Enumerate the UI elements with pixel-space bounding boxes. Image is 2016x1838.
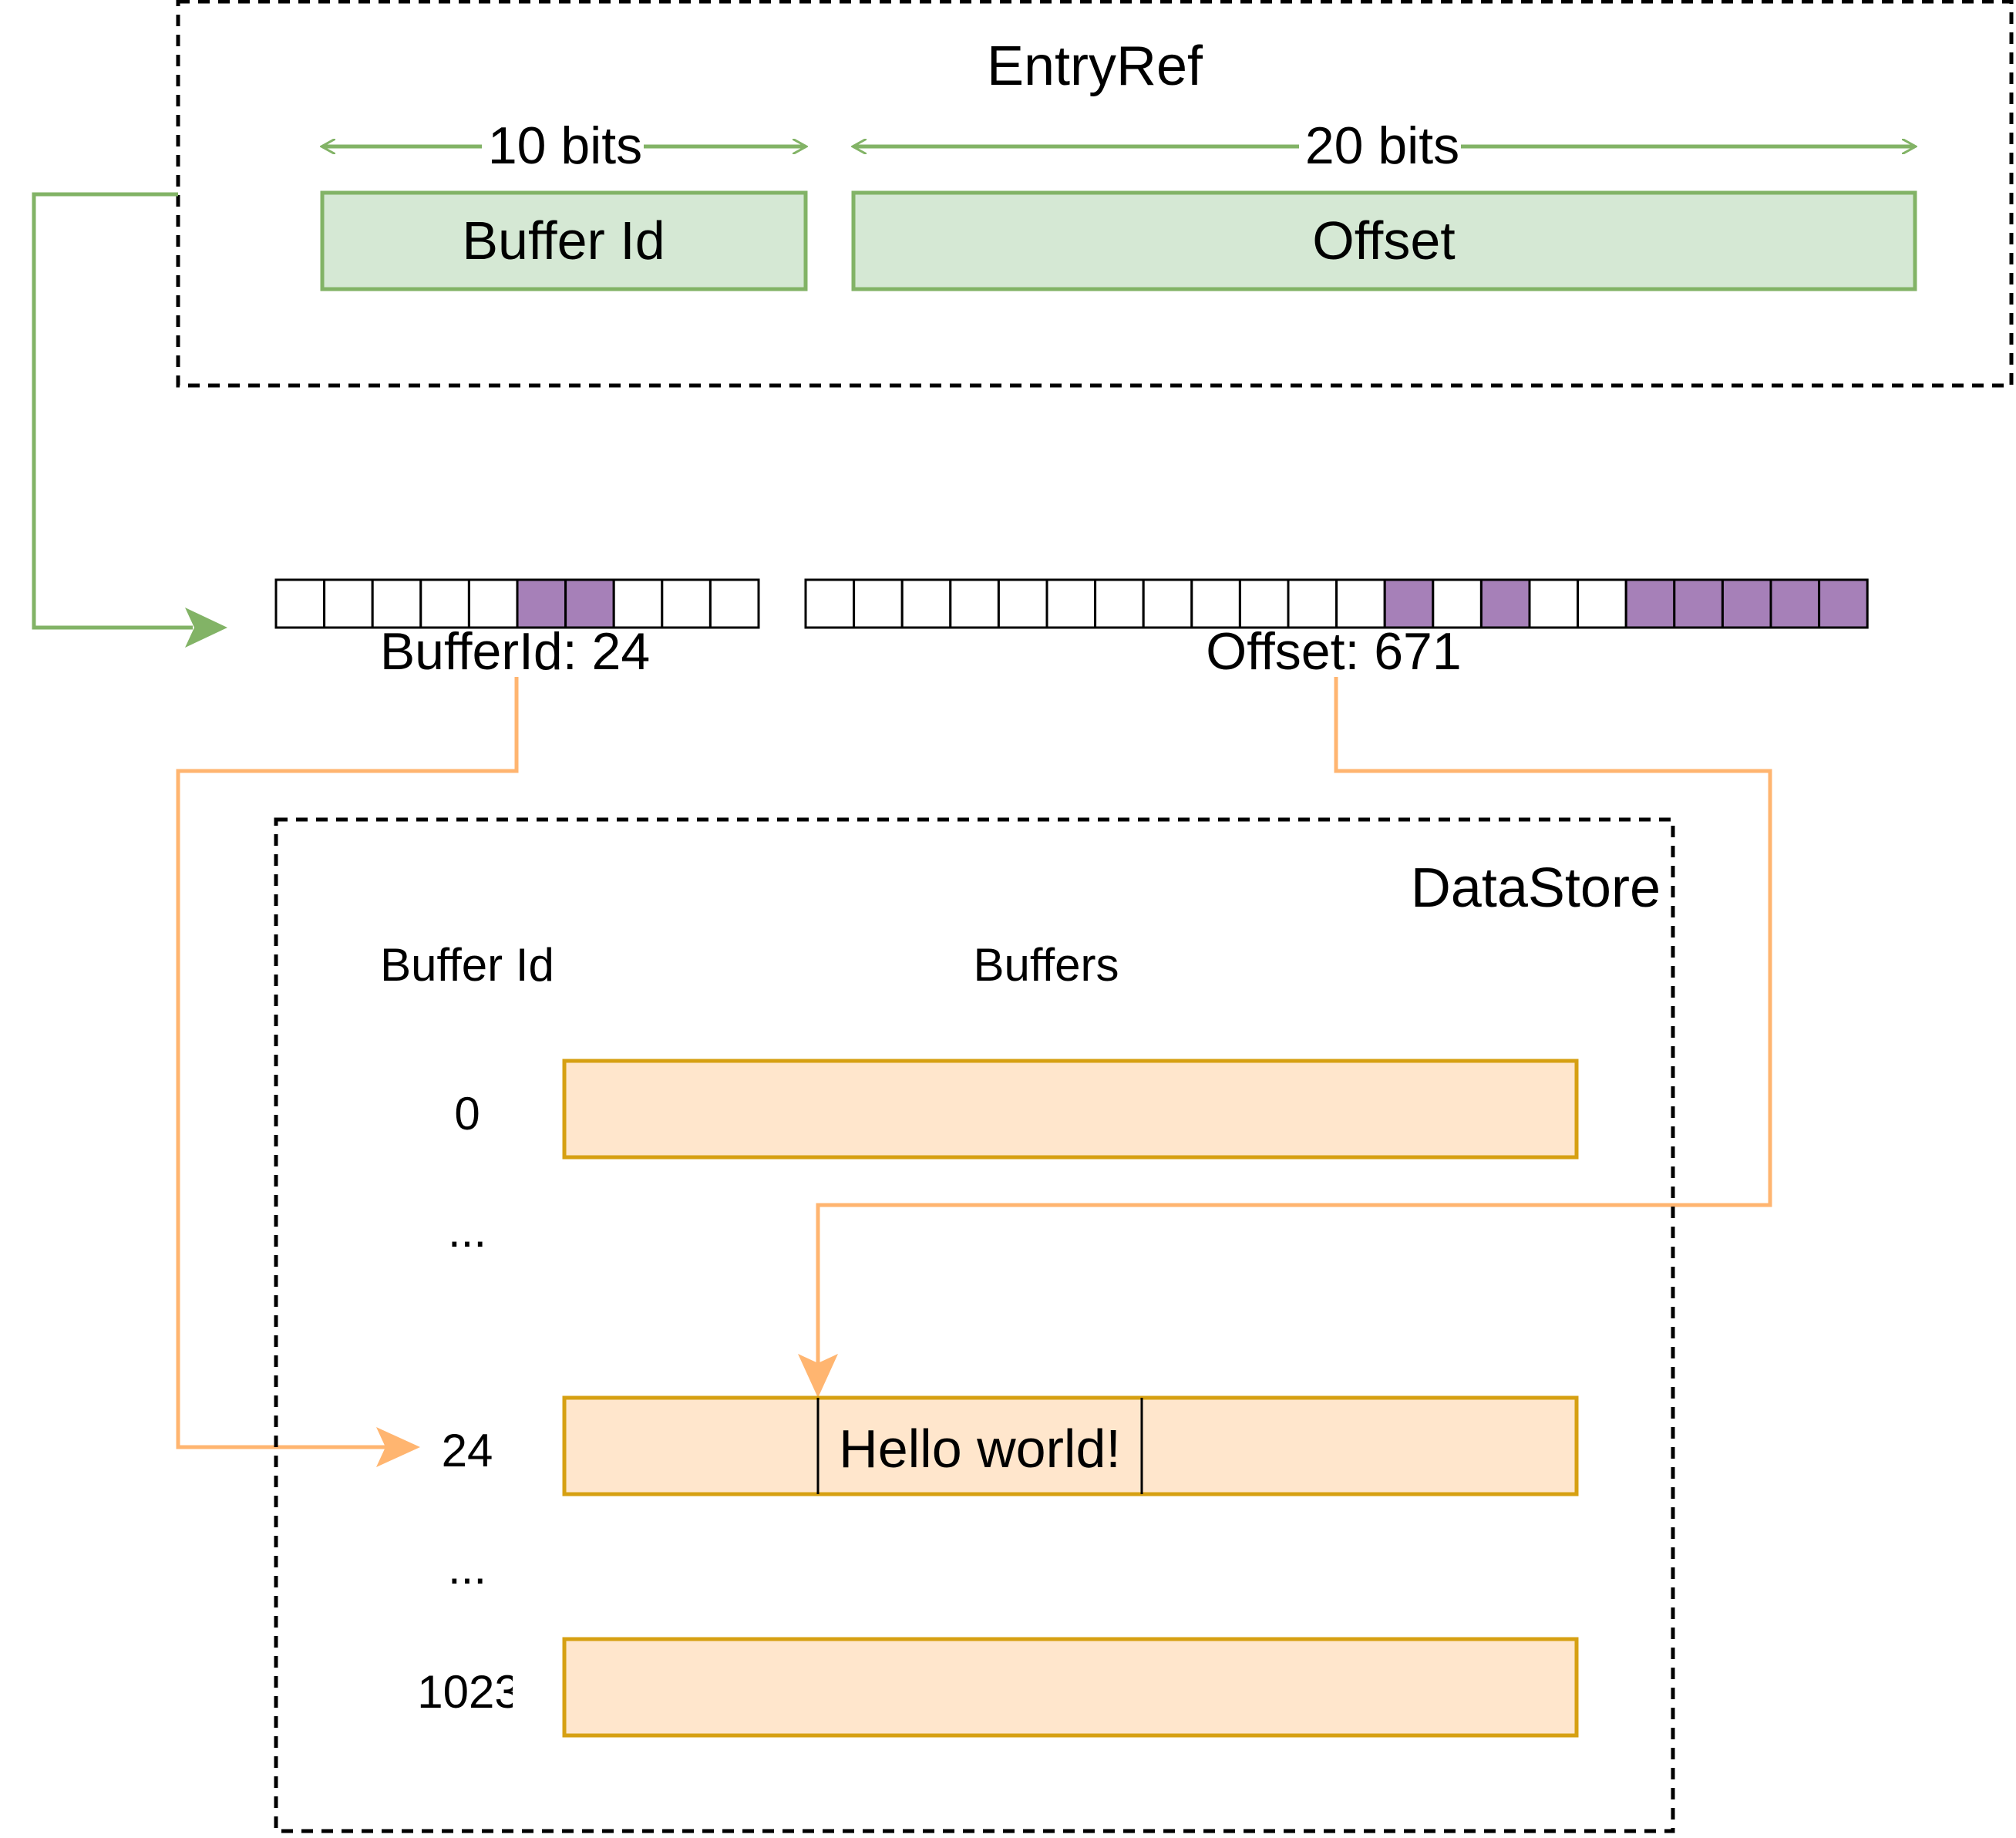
col-header-buffers: Buffers [974,939,1119,991]
bit-cell-clear [467,578,519,629]
bit-cell-clear [612,578,664,629]
bits-label-bg [1299,116,1461,176]
bit-cell-clear [804,578,856,629]
bit-cell-clear [274,578,326,629]
bit-cell-clear [323,578,374,629]
buffer-id-bit-strip [274,578,760,629]
bit-cell-clear [1238,578,1290,629]
bit-cell-clear [900,578,952,629]
bit-cell-set [1818,578,1869,629]
buffer-id-arrowhead [376,1427,420,1467]
datastore-frame [274,817,1675,1833]
offset-field [851,190,1917,291]
bit-cell-clear [661,578,712,629]
col-header-buffer-id: Buffer Id [380,939,554,991]
buffer-bar [562,1059,1579,1160]
bit-cell-clear [371,578,422,629]
bits-arrowhead [185,608,227,648]
buffer-bar [562,1637,1579,1738]
bit-cell-clear [949,578,1000,629]
bit-cell-set [1383,578,1435,629]
offset-arrowhead [798,1354,838,1398]
bits-label-bg [482,116,644,176]
bit-cell-clear [419,578,470,629]
offset-bits-label: 20 bits [1305,116,1459,175]
offset-field-label: Offset [1312,210,1455,271]
bit-cell-set [564,578,615,629]
row-id: 0 [454,1088,480,1139]
bit-cell-clear [1287,578,1338,629]
bit-cell-clear [997,578,1048,629]
bit-cell-set [1673,578,1724,629]
bit-cell-clear [1577,578,1627,629]
bit-cell-clear [1190,578,1241,629]
buffer-id-bits-label: 10 bits [488,116,642,175]
bit-cell-set [1769,578,1821,629]
row-ellipsis: ... [448,1542,486,1594]
buffer-bar-highlighted [562,1395,1579,1496]
row-id-clip: 1023 [417,1666,520,1718]
datastore-group: DataStore Buffer Id Buffers 0 ... 24 Hel… [274,817,1675,1833]
bit-cell-clear [708,578,760,629]
bit-cell-clear [1045,578,1097,629]
bit-cell-set [1479,578,1531,629]
offset-connector [816,677,1772,1365]
buffer-id-field-label: Buffer Id [462,210,665,271]
buffer-id-field [320,190,808,291]
entryref-group: EntryRef 10 bits 20 bits Buffer Id Offse… [176,0,2014,388]
row-id: 1023 [417,1666,520,1718]
entryref-to-bits-connector [32,192,193,630]
bit-cell-clear [1432,578,1483,629]
bit-cell-clear [1142,578,1193,629]
row-id: 24 [442,1425,493,1476]
buffer-id-connector [176,677,519,1449]
entryref-title: EntryRef [987,35,1203,97]
row-ellipsis: ... [448,1205,486,1257]
bit-cell-set [1721,578,1772,629]
buffer-entry-content: Hello world! [839,1419,1121,1479]
datastore-title: DataStore [1411,857,1661,919]
entryref-frame [176,0,2014,388]
buffer-id-caption: BufferId: 24 [380,622,650,681]
bit-cell-clear [853,578,904,629]
bit-cell-clear [1528,578,1580,629]
offset-caption: Offset: 671 [1206,622,1461,681]
offset-bit-strip [804,578,1869,629]
bit-cell-clear [1335,578,1386,629]
bit-cell-set [1624,578,1676,629]
bit-cell-clear [1094,578,1145,629]
bit-cell-set [516,578,567,629]
